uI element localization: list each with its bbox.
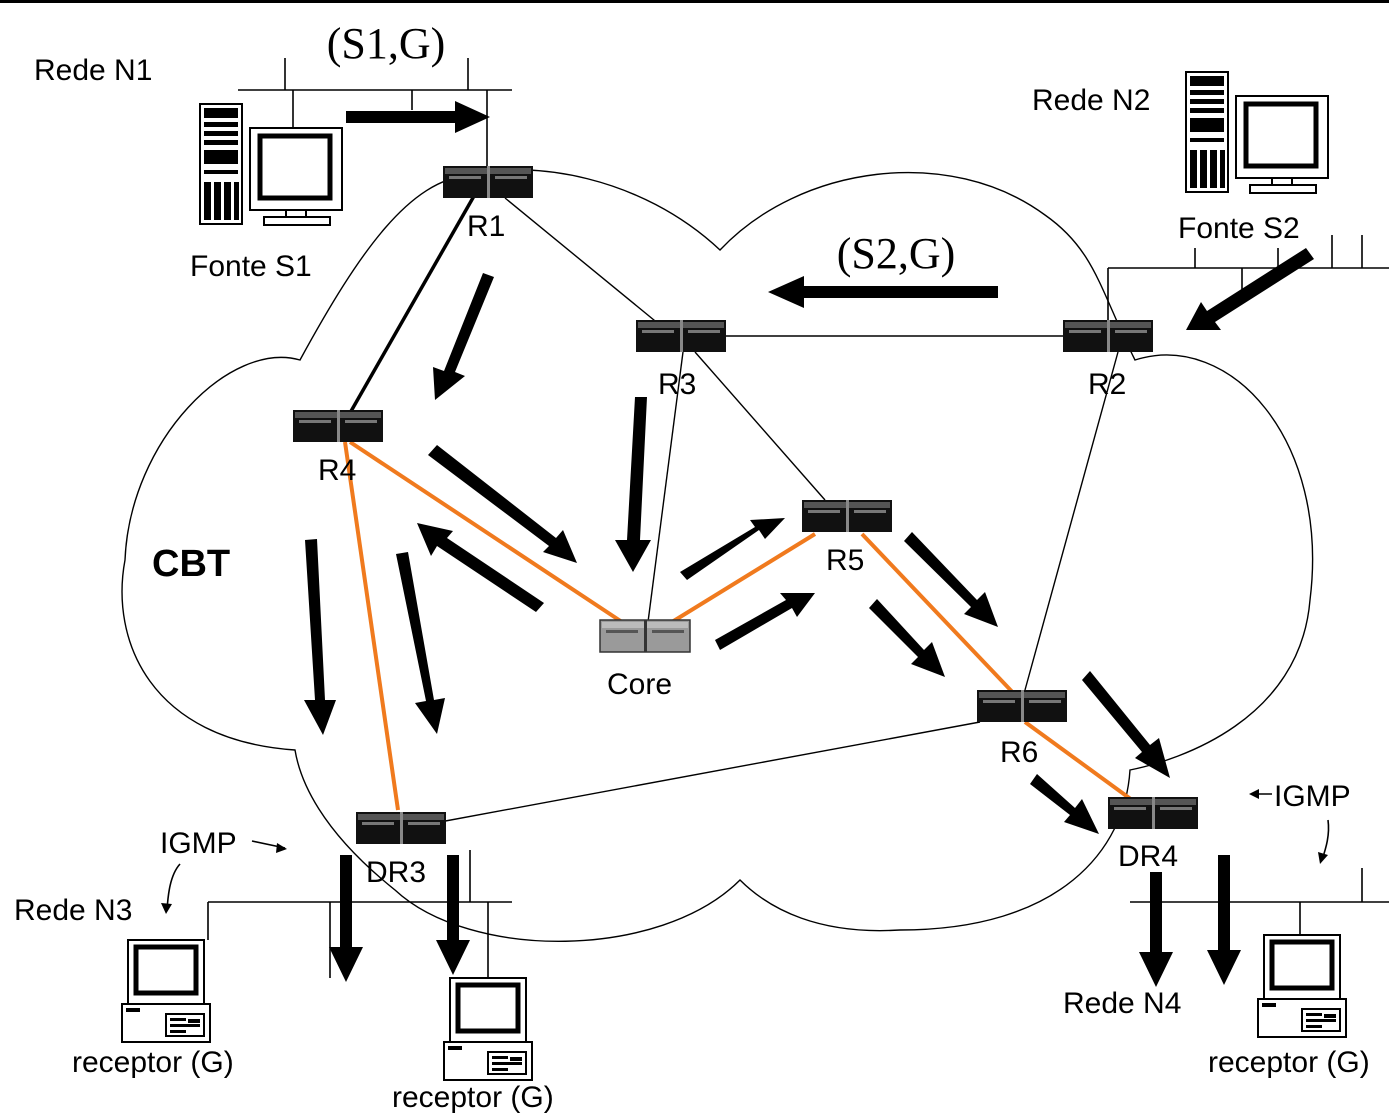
source-s2-computer (1186, 72, 1328, 193)
router-r4 (293, 410, 383, 442)
source-s1-label: Fonte S1 (190, 250, 312, 283)
source-s2-label: Fonte S2 (1178, 212, 1300, 245)
receiver-computer-n3-right (444, 978, 532, 1080)
router-r5 (802, 500, 892, 532)
receiver-computer-n4 (1258, 935, 1346, 1037)
router-r3-label: R3 (658, 368, 696, 401)
network-n1-label: Rede N1 (34, 54, 152, 87)
router-core (599, 619, 691, 653)
cbt-label: CBT (152, 543, 230, 585)
router-dr3-label: DR3 (366, 856, 426, 889)
router-r5-label: R5 (826, 544, 864, 577)
router-r1-label: R1 (467, 210, 505, 243)
receiver-b-label: receptor (G) (392, 1081, 554, 1114)
flow-s1-label: (S1,G) (327, 19, 446, 68)
router-dr4 (1108, 797, 1198, 829)
receiver-c-label: receptor (G) (1208, 1046, 1370, 1079)
receiver-a-label: receptor (G) (72, 1046, 234, 1079)
lan-n4 (1130, 868, 1389, 935)
router-dr3 (356, 812, 446, 844)
lan-n2 (1107, 235, 1389, 320)
shared-tree-links (343, 440, 1134, 811)
router-r3 (636, 320, 726, 352)
flow-arrows (304, 101, 1314, 987)
cbt-cloud (121, 169, 1314, 943)
router-r6 (977, 690, 1067, 722)
lan-n1 (238, 58, 512, 166)
flow-s2-label: (S2,G) (837, 229, 956, 278)
router-r1 (443, 166, 533, 198)
source-s1-computer (200, 104, 342, 225)
network-links (348, 195, 1119, 823)
network-n3-label: Rede N3 (14, 894, 132, 927)
router-r4-label: R4 (318, 454, 356, 487)
igmp-right-label: IGMP (1274, 780, 1351, 813)
router-r2 (1063, 320, 1153, 352)
router-r2-label: R2 (1088, 368, 1126, 401)
network-n4-label: Rede N4 (1063, 987, 1181, 1020)
lan-n3 (207, 850, 512, 978)
router-core-label: Core (607, 668, 672, 701)
network-n2-label: Rede N2 (1032, 84, 1150, 117)
igmp-pointers (161, 789, 1330, 914)
receiver-computer-n3-left (122, 940, 210, 1042)
router-dr4-label: DR4 (1118, 840, 1178, 873)
router-r6-label: R6 (1000, 736, 1038, 769)
igmp-left-label: IGMP (160, 827, 237, 860)
